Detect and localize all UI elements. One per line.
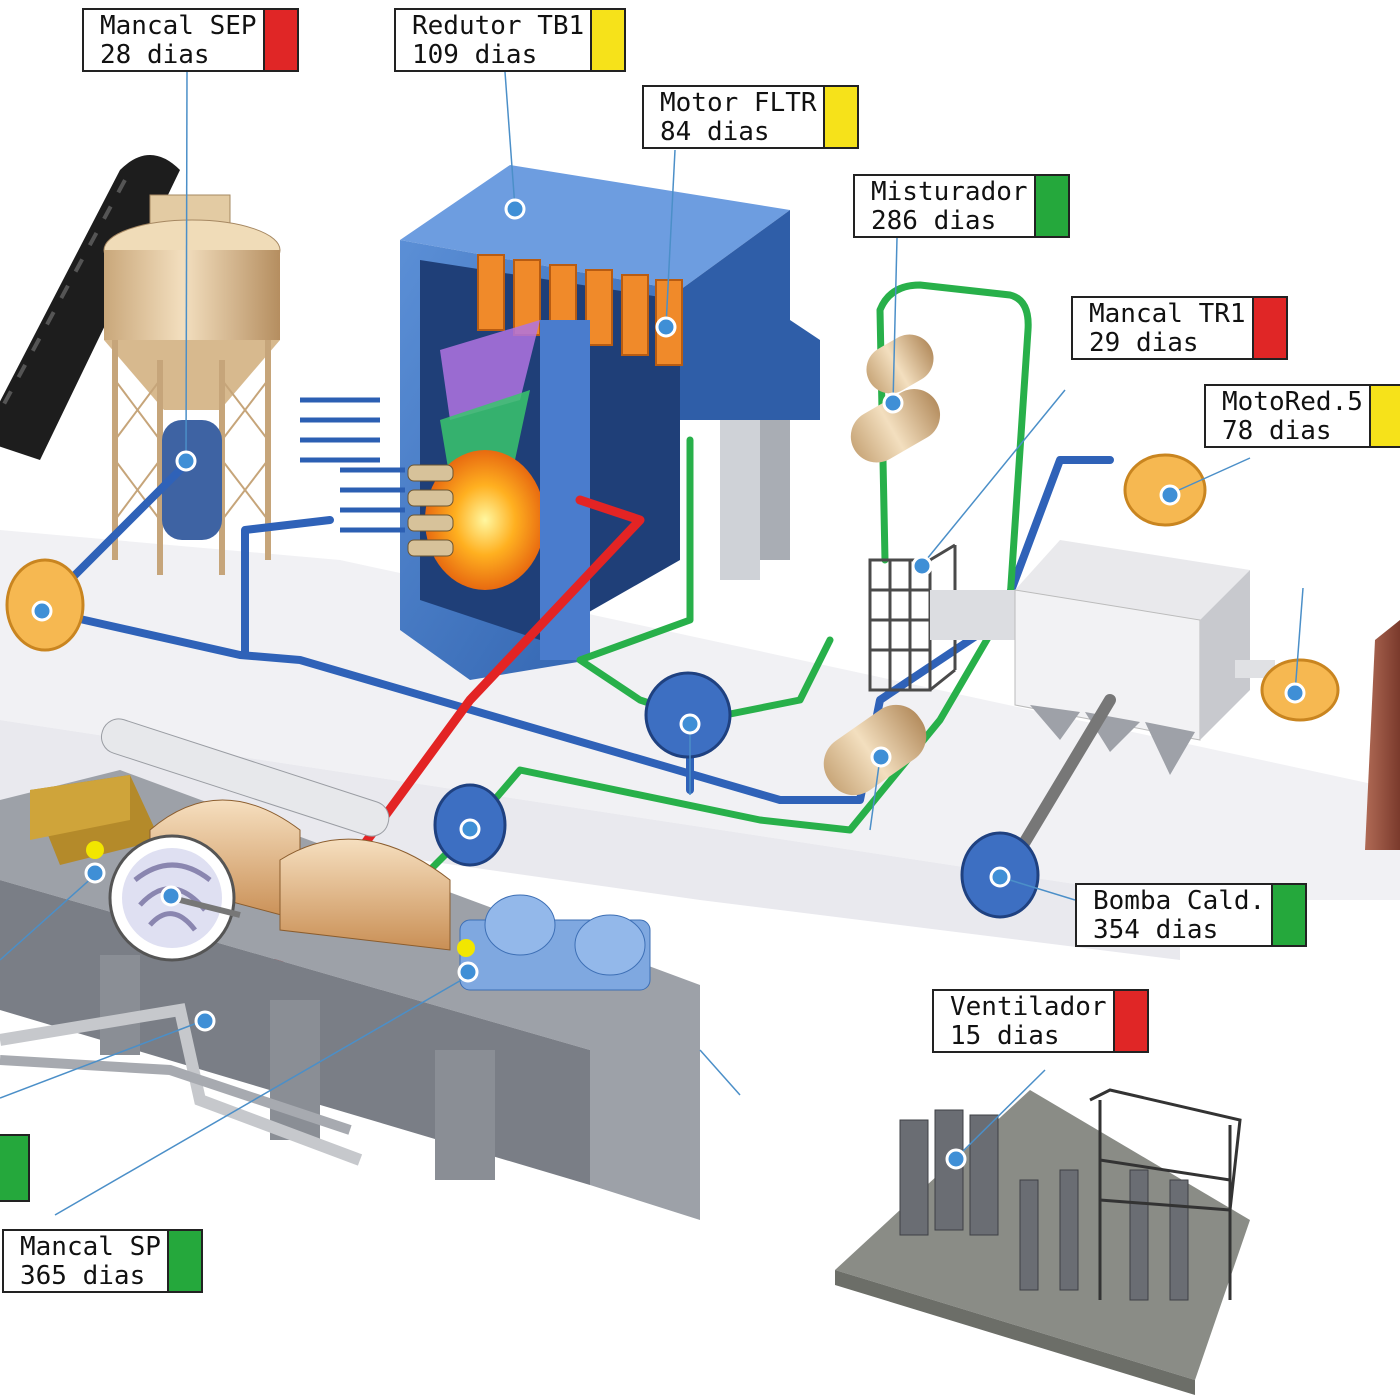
- tag-days: 28 dias: [100, 40, 210, 70]
- marker-right-fan[interactable]: [1284, 682, 1306, 704]
- status-indicator: [1251, 298, 1286, 358]
- tag-days: 286 dias: [871, 206, 997, 236]
- status-indicator: [1368, 386, 1400, 446]
- tag-days: 15 dias: [950, 1021, 1060, 1051]
- marker-left-fan[interactable]: [31, 600, 53, 622]
- status-indicator: [1112, 991, 1147, 1051]
- marker-misturador[interactable]: [882, 392, 904, 414]
- status-indicator: [1271, 885, 1306, 945]
- tag-days: 29 dias: [1089, 328, 1199, 358]
- misturador-unit: [850, 334, 941, 463]
- boiler: [400, 165, 820, 680]
- marker-redutor-tb1[interactable]: [504, 198, 526, 220]
- tag-name: Redutor TB1: [412, 11, 585, 41]
- substation: [835, 1088, 1250, 1395]
- marker-bomba-cald[interactable]: [989, 866, 1011, 888]
- tag-name: Mancal SEP: [100, 11, 257, 41]
- status-indicator: [1033, 176, 1068, 236]
- filter-cage: [868, 543, 957, 692]
- marker-mancal-sp[interactable]: [457, 961, 479, 983]
- tag-days: 365 dias: [20, 1261, 146, 1291]
- coil-exchanger: [300, 397, 405, 533]
- tag-days: 84 dias: [660, 117, 770, 147]
- marker-mancal-tr1[interactable]: [911, 555, 933, 577]
- tag-bomba-cald[interactable]: Bomba Cald.354 dias: [1075, 883, 1308, 947]
- tag-name: Mancal TR1: [1089, 299, 1246, 329]
- tag-name: Misturador: [871, 177, 1028, 207]
- status-indicator: [822, 87, 857, 147]
- marker-oil-pipe[interactable]: [194, 1010, 216, 1032]
- tag-days: 109 dias: [412, 40, 538, 70]
- marker-bearing-left[interactable]: [84, 862, 106, 884]
- tag-days: 354 dias: [1093, 915, 1219, 945]
- markers[interactable]: [31, 198, 1306, 1170]
- marker-turbine[interactable]: [160, 885, 182, 907]
- status-indicator: [590, 10, 625, 70]
- tag-name: Ventilador: [950, 992, 1107, 1022]
- tag-name: Motor FLTR: [660, 88, 817, 118]
- chimney: [1365, 620, 1400, 850]
- marker-motor-fltr[interactable]: [655, 316, 677, 338]
- partial-status-indicator: [0, 1134, 30, 1202]
- tag-name: Bomba Cald.: [1093, 886, 1266, 916]
- marker-ventilador[interactable]: [945, 1148, 967, 1170]
- marker-pump-left[interactable]: [459, 818, 481, 840]
- status-indicator: [262, 10, 297, 70]
- marker-heater[interactable]: [870, 746, 892, 768]
- marker-pump-center[interactable]: [679, 713, 701, 735]
- marker-mancal-sep[interactable]: [175, 450, 197, 472]
- tag-name: MotoRed.5: [1222, 387, 1363, 417]
- marker-motored-5[interactable]: [1159, 484, 1181, 506]
- status-indicator: [166, 1231, 201, 1291]
- leader-lines: [0, 71, 1304, 1216]
- precipitator: [930, 540, 1275, 856]
- silo: [103, 194, 281, 575]
- tag-days: 78 dias: [1222, 416, 1332, 446]
- tag-name: Mancal SP: [20, 1232, 161, 1262]
